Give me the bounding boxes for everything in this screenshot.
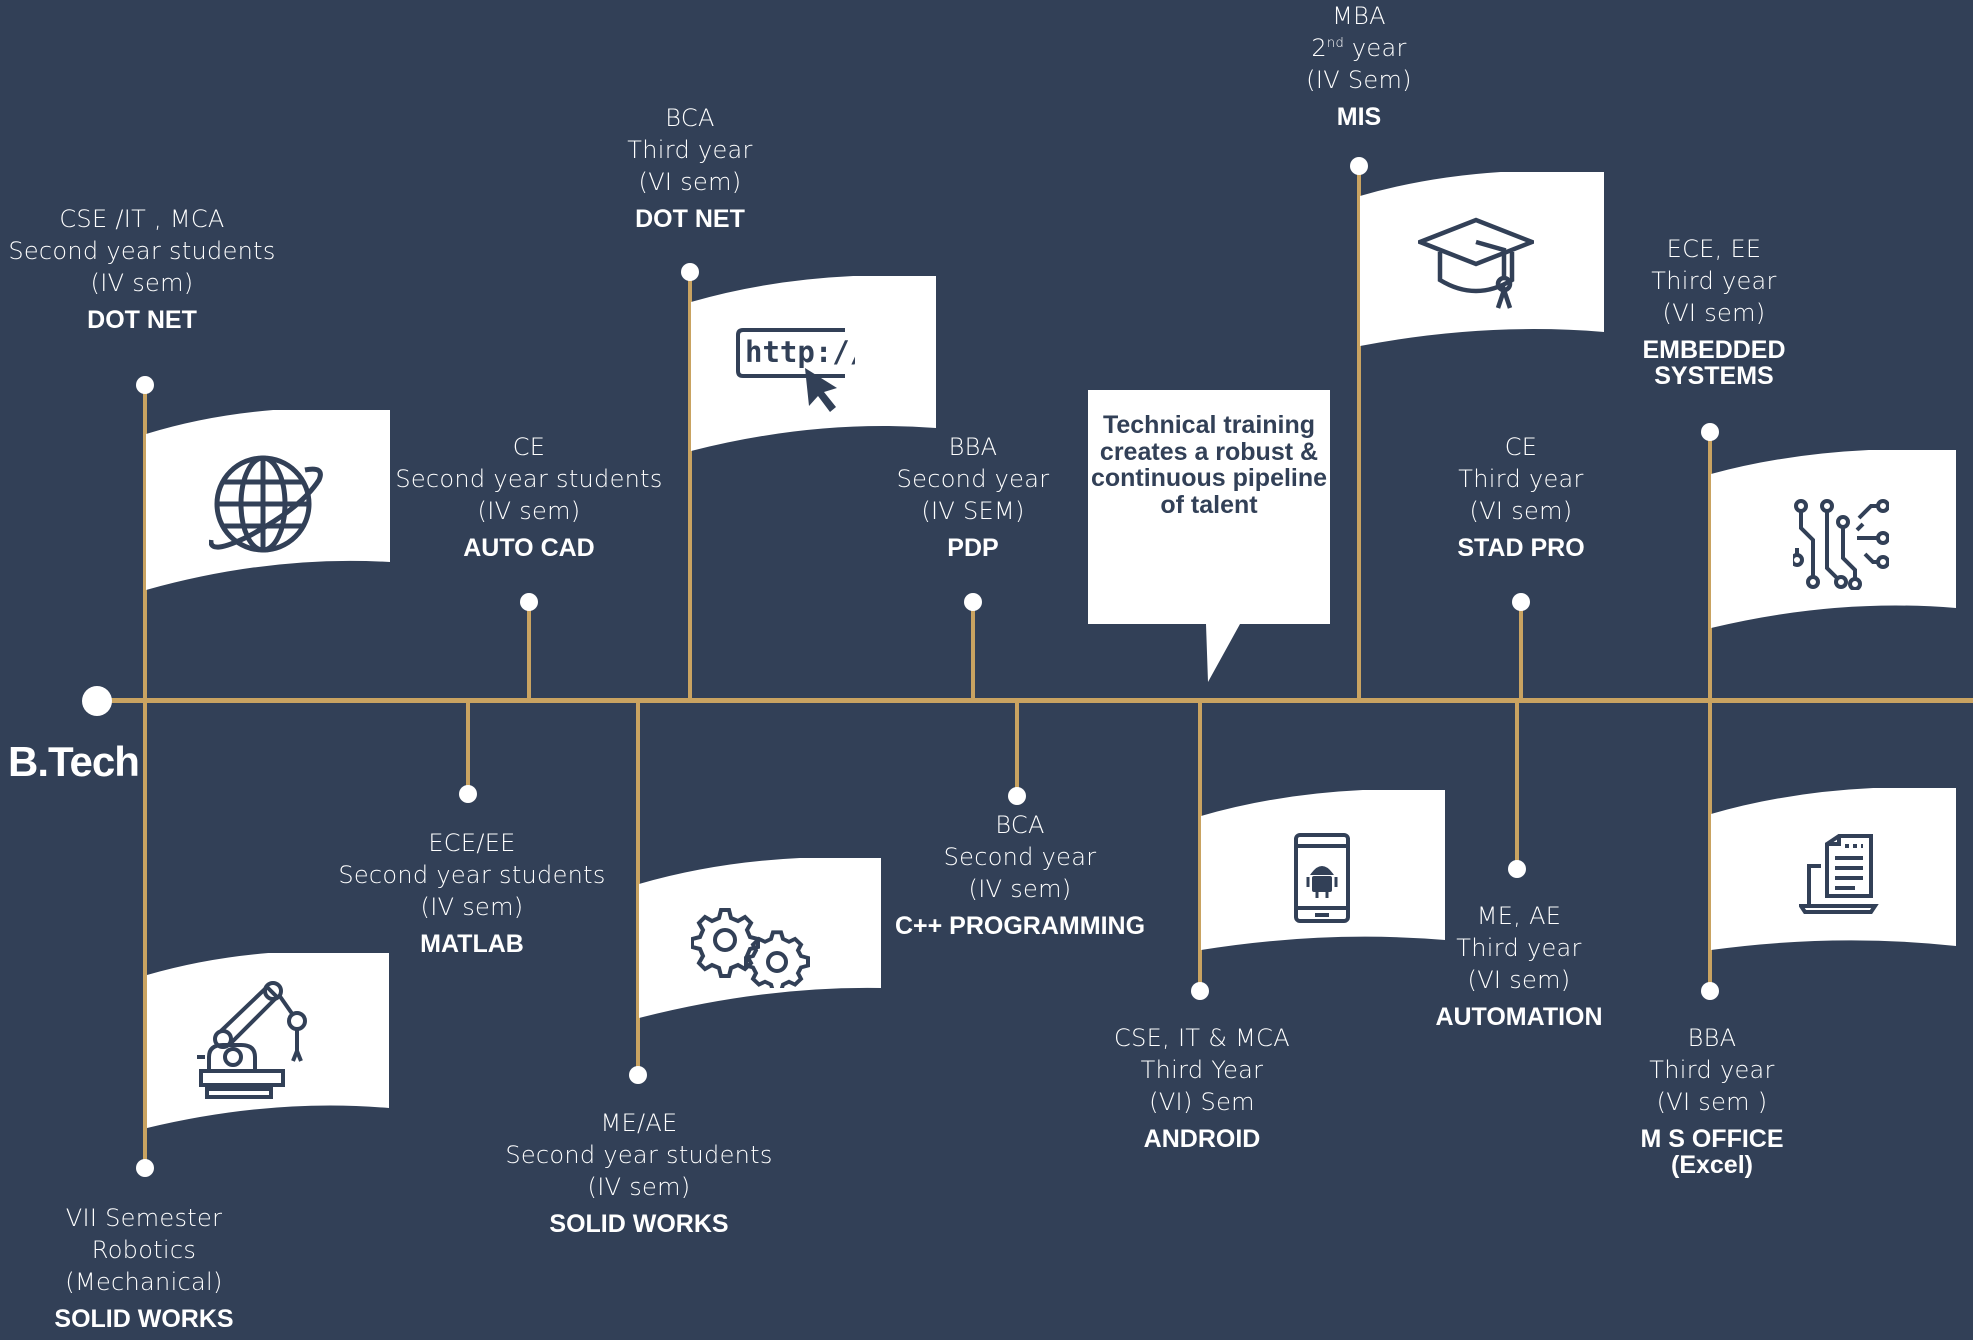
- flag-me-solidworks: [639, 858, 881, 1018]
- stem-bca-dotnet: [688, 272, 692, 700]
- subject-android: ANDROID: [1143, 1125, 1261, 1153]
- stem-ce-stadpro: [1519, 602, 1523, 700]
- dot-ce-stadpro: [1512, 593, 1530, 611]
- stem-me-automation: [1515, 700, 1519, 868]
- subject-ms-office: M S OFFICE(Excel): [1640, 1125, 1784, 1179]
- dot-bca-dotnet: [681, 263, 699, 281]
- dot-ece-matlab: [459, 785, 477, 803]
- subject-matlab: MATLAB: [420, 930, 524, 958]
- dot-mba-mis: [1350, 157, 1368, 175]
- subject-auto-cad: AUTO CAD: [463, 534, 595, 562]
- subject-solid-works: SOLID WORKS: [54, 1305, 234, 1333]
- svg-text:http://: http://: [745, 335, 855, 369]
- program-label: B.Tech: [8, 738, 140, 785]
- stem-mba-mis: [1357, 166, 1361, 700]
- stem-me-solidworks: [636, 700, 640, 1076]
- dot-me-solidworks: [629, 1066, 647, 1084]
- flag-cse-dotnet: [146, 410, 390, 590]
- subject-mis: MIS: [1336, 103, 1382, 131]
- subject-dot-net: DOT NET: [635, 205, 745, 233]
- flag-cse-android: [1201, 790, 1445, 950]
- dot-bba-msoffice: [1701, 982, 1719, 1000]
- label-mba-mis: MBA 2nd year (IV Sem) MIS: [1306, 2, 1412, 131]
- flag-ece-embedded: [1711, 450, 1956, 628]
- dot-robotics-solidworks: [136, 1159, 154, 1177]
- flag-bca-dotnet: http://: [691, 276, 936, 451]
- callout-bubble: Technical training creates a robust & co…: [1088, 390, 1330, 682]
- stem-cse-android: [1198, 700, 1202, 992]
- dot-cse-android: [1191, 982, 1209, 1000]
- timeline-axis: [96, 698, 1973, 703]
- stem-ce-autocad: [527, 602, 531, 700]
- dot-me-automation: [1508, 860, 1526, 878]
- subject-pdp: PDP: [947, 534, 999, 562]
- dot-ece-embedded: [1701, 423, 1719, 441]
- flag-robotics-solidworks: [147, 953, 389, 1128]
- dot-bca-cpp: [1008, 787, 1026, 805]
- subject-stad-pro: STAD PRO: [1457, 534, 1585, 562]
- subject-cpp-programming: C++ PROGRAMMING: [894, 912, 1146, 940]
- stem-bba-pdp: [971, 602, 975, 700]
- subject-automation: AUTOMATION: [1435, 1003, 1603, 1031]
- flag-mba-mis: [1360, 172, 1604, 346]
- subject-dot-net: DOT NET: [87, 306, 197, 334]
- dot-cse-dotnet: [136, 376, 154, 394]
- stem-bca-cpp: [1015, 700, 1019, 795]
- callout-text: Technical training creates a robust & co…: [1090, 411, 1328, 519]
- dot-bba-pdp: [964, 593, 982, 611]
- stem-ece-embedded: [1708, 432, 1712, 992]
- timeline-start-dot: [82, 686, 112, 716]
- stem-ece-matlab: [466, 700, 470, 795]
- stem-cse-dotnet: [143, 385, 147, 1170]
- subject-solid-works: SOLID WORKS: [549, 1210, 729, 1238]
- flag-bba-msoffice: [1711, 788, 1956, 950]
- dot-ce-autocad: [520, 593, 538, 611]
